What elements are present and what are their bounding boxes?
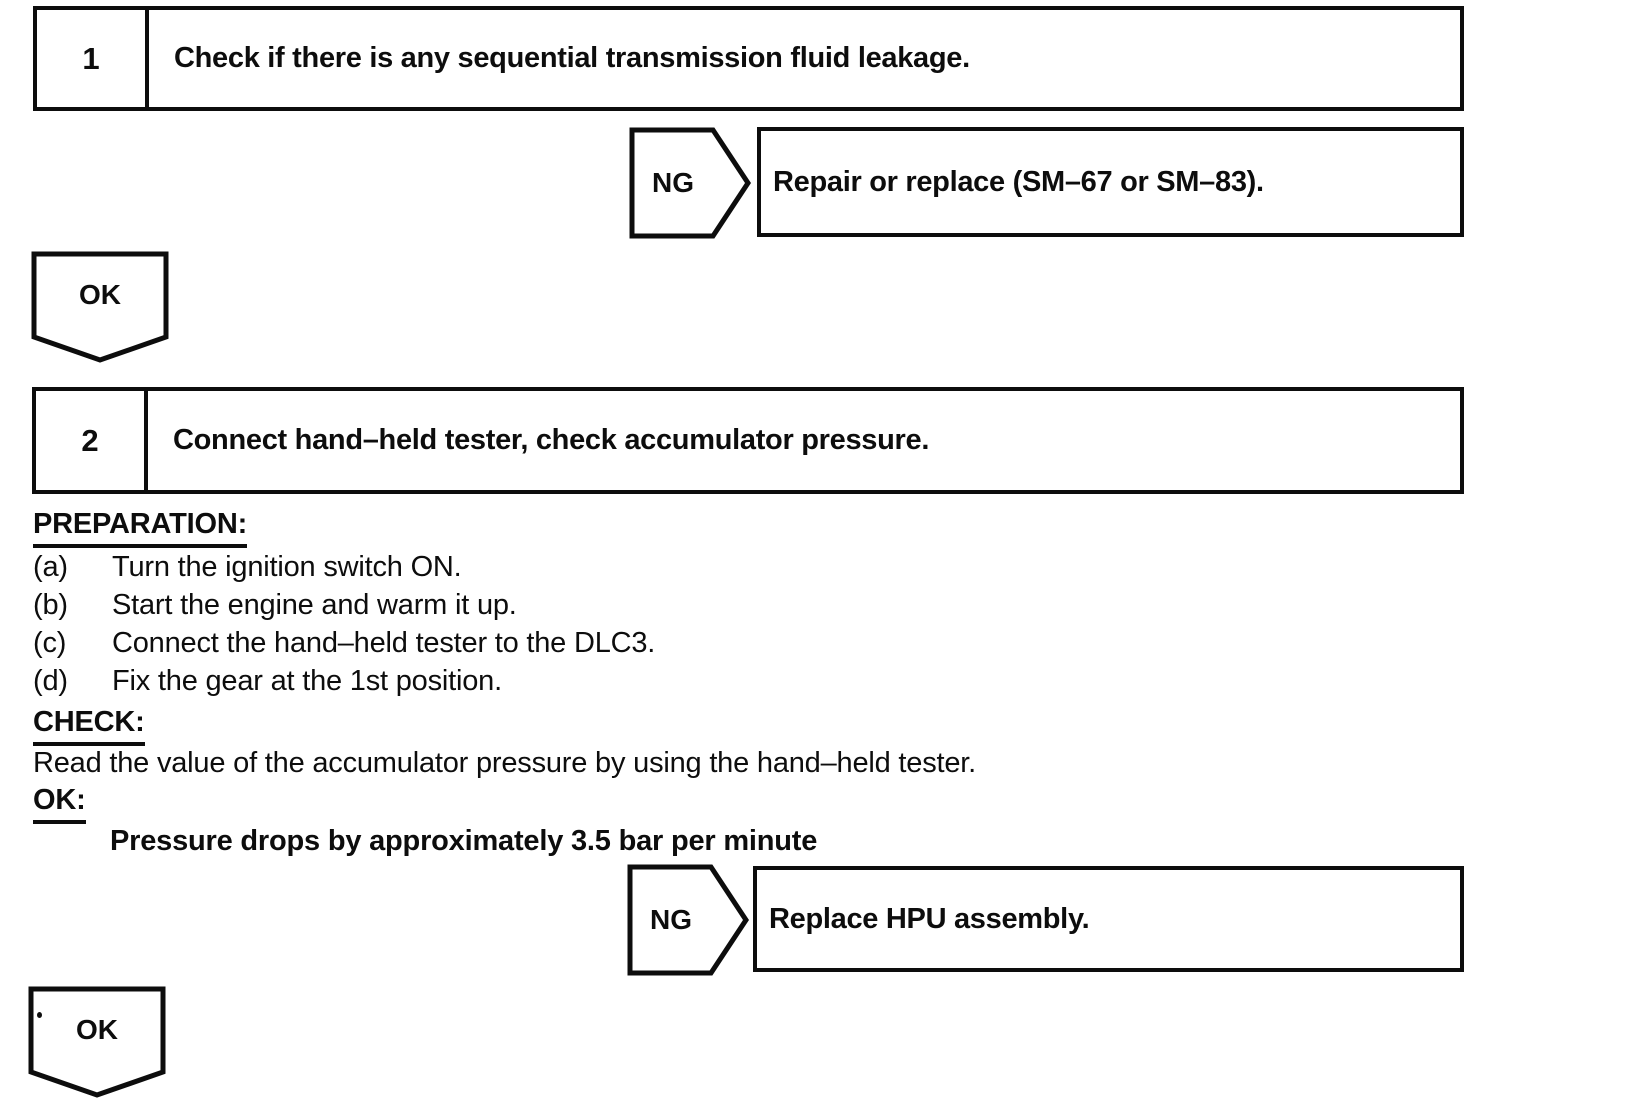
step-2-ng-connector: NG <box>627 864 749 976</box>
prep-step-a-label: (a) <box>33 551 68 583</box>
prep-step-b-label: (b) <box>33 589 68 621</box>
step-2-ng-label: NG <box>650 904 692 935</box>
prep-step-b-text: Start the engine and warm it up. <box>112 589 517 621</box>
prep-step-c-text: Connect the hand–held tester to the DLC3… <box>112 627 656 659</box>
preparation-heading: PREPARATION: <box>33 508 247 548</box>
check-heading-row: CHECK: <box>33 706 145 746</box>
step-2-ng-action-box: Replace HPU assembly. <box>753 866 1464 972</box>
ok-heading-row: OK: <box>33 784 86 824</box>
step-1-number: 1 <box>37 10 149 107</box>
prep-step-d: (d) Fix the gear at the 1st position. <box>33 665 502 698</box>
ok-criterion: Pressure drops by approximately 3.5 bar … <box>110 825 818 857</box>
step-2-box: 2 Connect hand–held tester, check accumu… <box>32 387 1464 494</box>
prep-step-b: (b) Start the engine and warm it up. <box>33 589 517 622</box>
prep-step-a-text: Turn the ignition switch ON. <box>112 551 462 583</box>
ok-pentagon-shape <box>31 251 169 363</box>
prep-step-d-label: (d) <box>33 665 68 697</box>
check-heading: CHECK: <box>33 706 145 746</box>
ng-arrow-shape <box>627 864 749 976</box>
ok-heading: OK: <box>33 784 86 824</box>
step-1-title: Check if there is any sequential transmi… <box>174 42 970 74</box>
step-2-ok-label: OK <box>76 1014 118 1045</box>
step-1-box: 1 Check if there is any sequential trans… <box>33 6 1464 111</box>
step-2-ng-action-text: Replace HPU assembly. <box>769 902 1090 935</box>
step-1-ng-action-box: Repair or replace (SM–67 or SM–83). <box>757 127 1464 237</box>
step-1-ok-connector: OK <box>31 251 169 363</box>
ng-arrow-shape <box>629 127 751 239</box>
ok-pentagon-shape <box>28 986 166 1098</box>
check-text: Read the value of the accumulator pressu… <box>33 747 977 779</box>
step-1-ng-action-text: Repair or replace (SM–67 or SM–83). <box>773 165 1264 198</box>
step-2-number: 2 <box>36 391 148 490</box>
step-1-ng-connector: NG <box>629 127 751 239</box>
step-1-ok-label: OK <box>79 279 121 310</box>
preparation-heading-row: PREPARATION: <box>33 508 247 548</box>
step-2-title: Connect hand–held tester, check accumula… <box>173 424 930 456</box>
prep-step-d-text: Fix the gear at the 1st position. <box>112 665 502 697</box>
prep-step-c: (c) Connect the hand–held tester to the D… <box>33 627 655 660</box>
prep-step-c-label: (c) <box>33 627 67 659</box>
prep-step-a: (a) Turn the ignition switch ON. <box>33 551 462 584</box>
step-1-ng-label: NG <box>652 167 694 198</box>
scan-speck <box>37 1012 42 1018</box>
step-2-ok-connector: OK <box>28 986 166 1098</box>
